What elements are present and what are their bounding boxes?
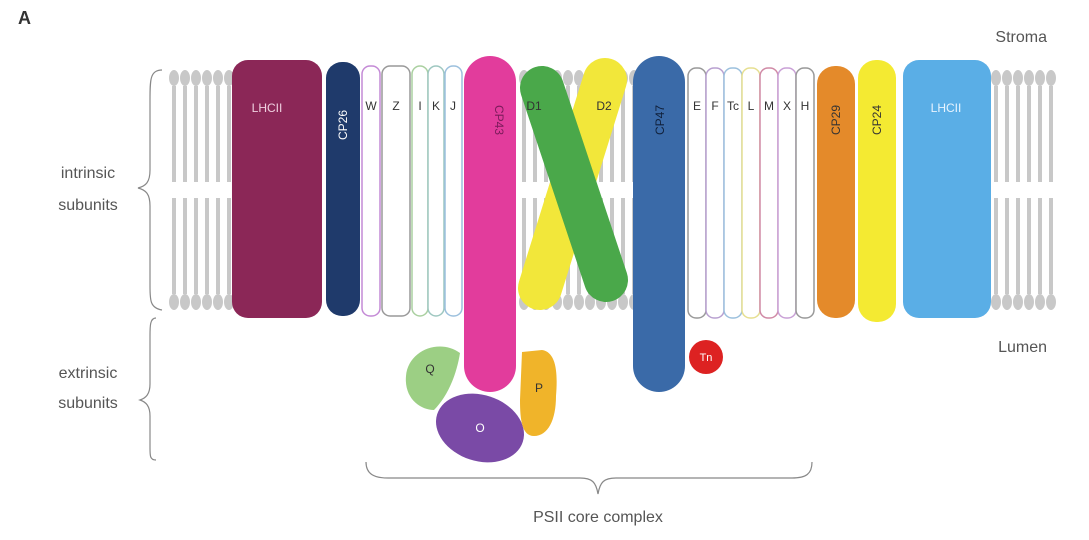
h-label: H [801, 99, 810, 113]
tc-label: Tc [727, 99, 739, 113]
lipid-molecule [1024, 70, 1034, 310]
cp26-shape [326, 62, 360, 316]
intrinsic-label-line2: subunits [58, 197, 118, 214]
extrinsic-brace [140, 318, 156, 460]
q-label: Q [425, 362, 434, 376]
z-label: Z [392, 99, 399, 113]
cp24-label: CP24 [870, 105, 884, 135]
k-label: K [432, 99, 440, 113]
core-complex-brace [366, 462, 812, 494]
o-label: O [475, 421, 484, 435]
lipid-molecule [191, 70, 201, 310]
f-label: F [711, 99, 718, 113]
cp43-shape [464, 56, 516, 392]
l-label: L [748, 99, 755, 113]
lipid-molecule [180, 70, 190, 310]
p-label: P [535, 381, 543, 395]
cp24-shape [858, 60, 896, 322]
lipid-molecule [1013, 70, 1023, 310]
lhcii-left-shape [232, 60, 322, 318]
lhcii-right-shape [903, 60, 991, 318]
lipid-molecule [1046, 70, 1056, 310]
x-label: X [783, 99, 791, 113]
lhcii-right-label: LHCII [931, 101, 962, 115]
cp43-label: CP43 [492, 105, 506, 135]
lipid-molecule [213, 70, 223, 310]
extrinsic-label-line2: subunits [58, 395, 118, 412]
m-label: M [764, 99, 774, 113]
w-label: W [365, 99, 377, 113]
lhcii-left-label: LHCII [252, 101, 283, 115]
stroma-label: Stroma [995, 29, 1047, 46]
e-label: E [693, 99, 701, 113]
cp47-label: CP47 [653, 105, 667, 135]
lipid-molecule [1002, 70, 1012, 310]
lumen-label: Lumen [998, 339, 1047, 356]
tn-label: Tn [700, 352, 713, 364]
j-label: J [450, 99, 456, 113]
i-label: I [418, 99, 421, 113]
d2-label: D2 [596, 99, 612, 113]
intrinsic-label-line1: intrinsic [61, 165, 115, 182]
core-complex-label: PSII core complex [533, 509, 663, 526]
intrinsic-brace [138, 70, 162, 310]
lipid-molecule [202, 70, 212, 310]
extrinsic-label-line1: extrinsic [59, 365, 118, 382]
cp29-label: CP29 [829, 105, 843, 135]
lipid-molecule [1035, 70, 1045, 310]
cp29-shape [817, 66, 855, 318]
cp26-label: CP26 [336, 110, 350, 140]
lipid-molecule [169, 70, 179, 310]
small-subunits-left [362, 66, 462, 316]
d1-label: D1 [526, 99, 542, 113]
lipid-molecule [991, 70, 1001, 310]
